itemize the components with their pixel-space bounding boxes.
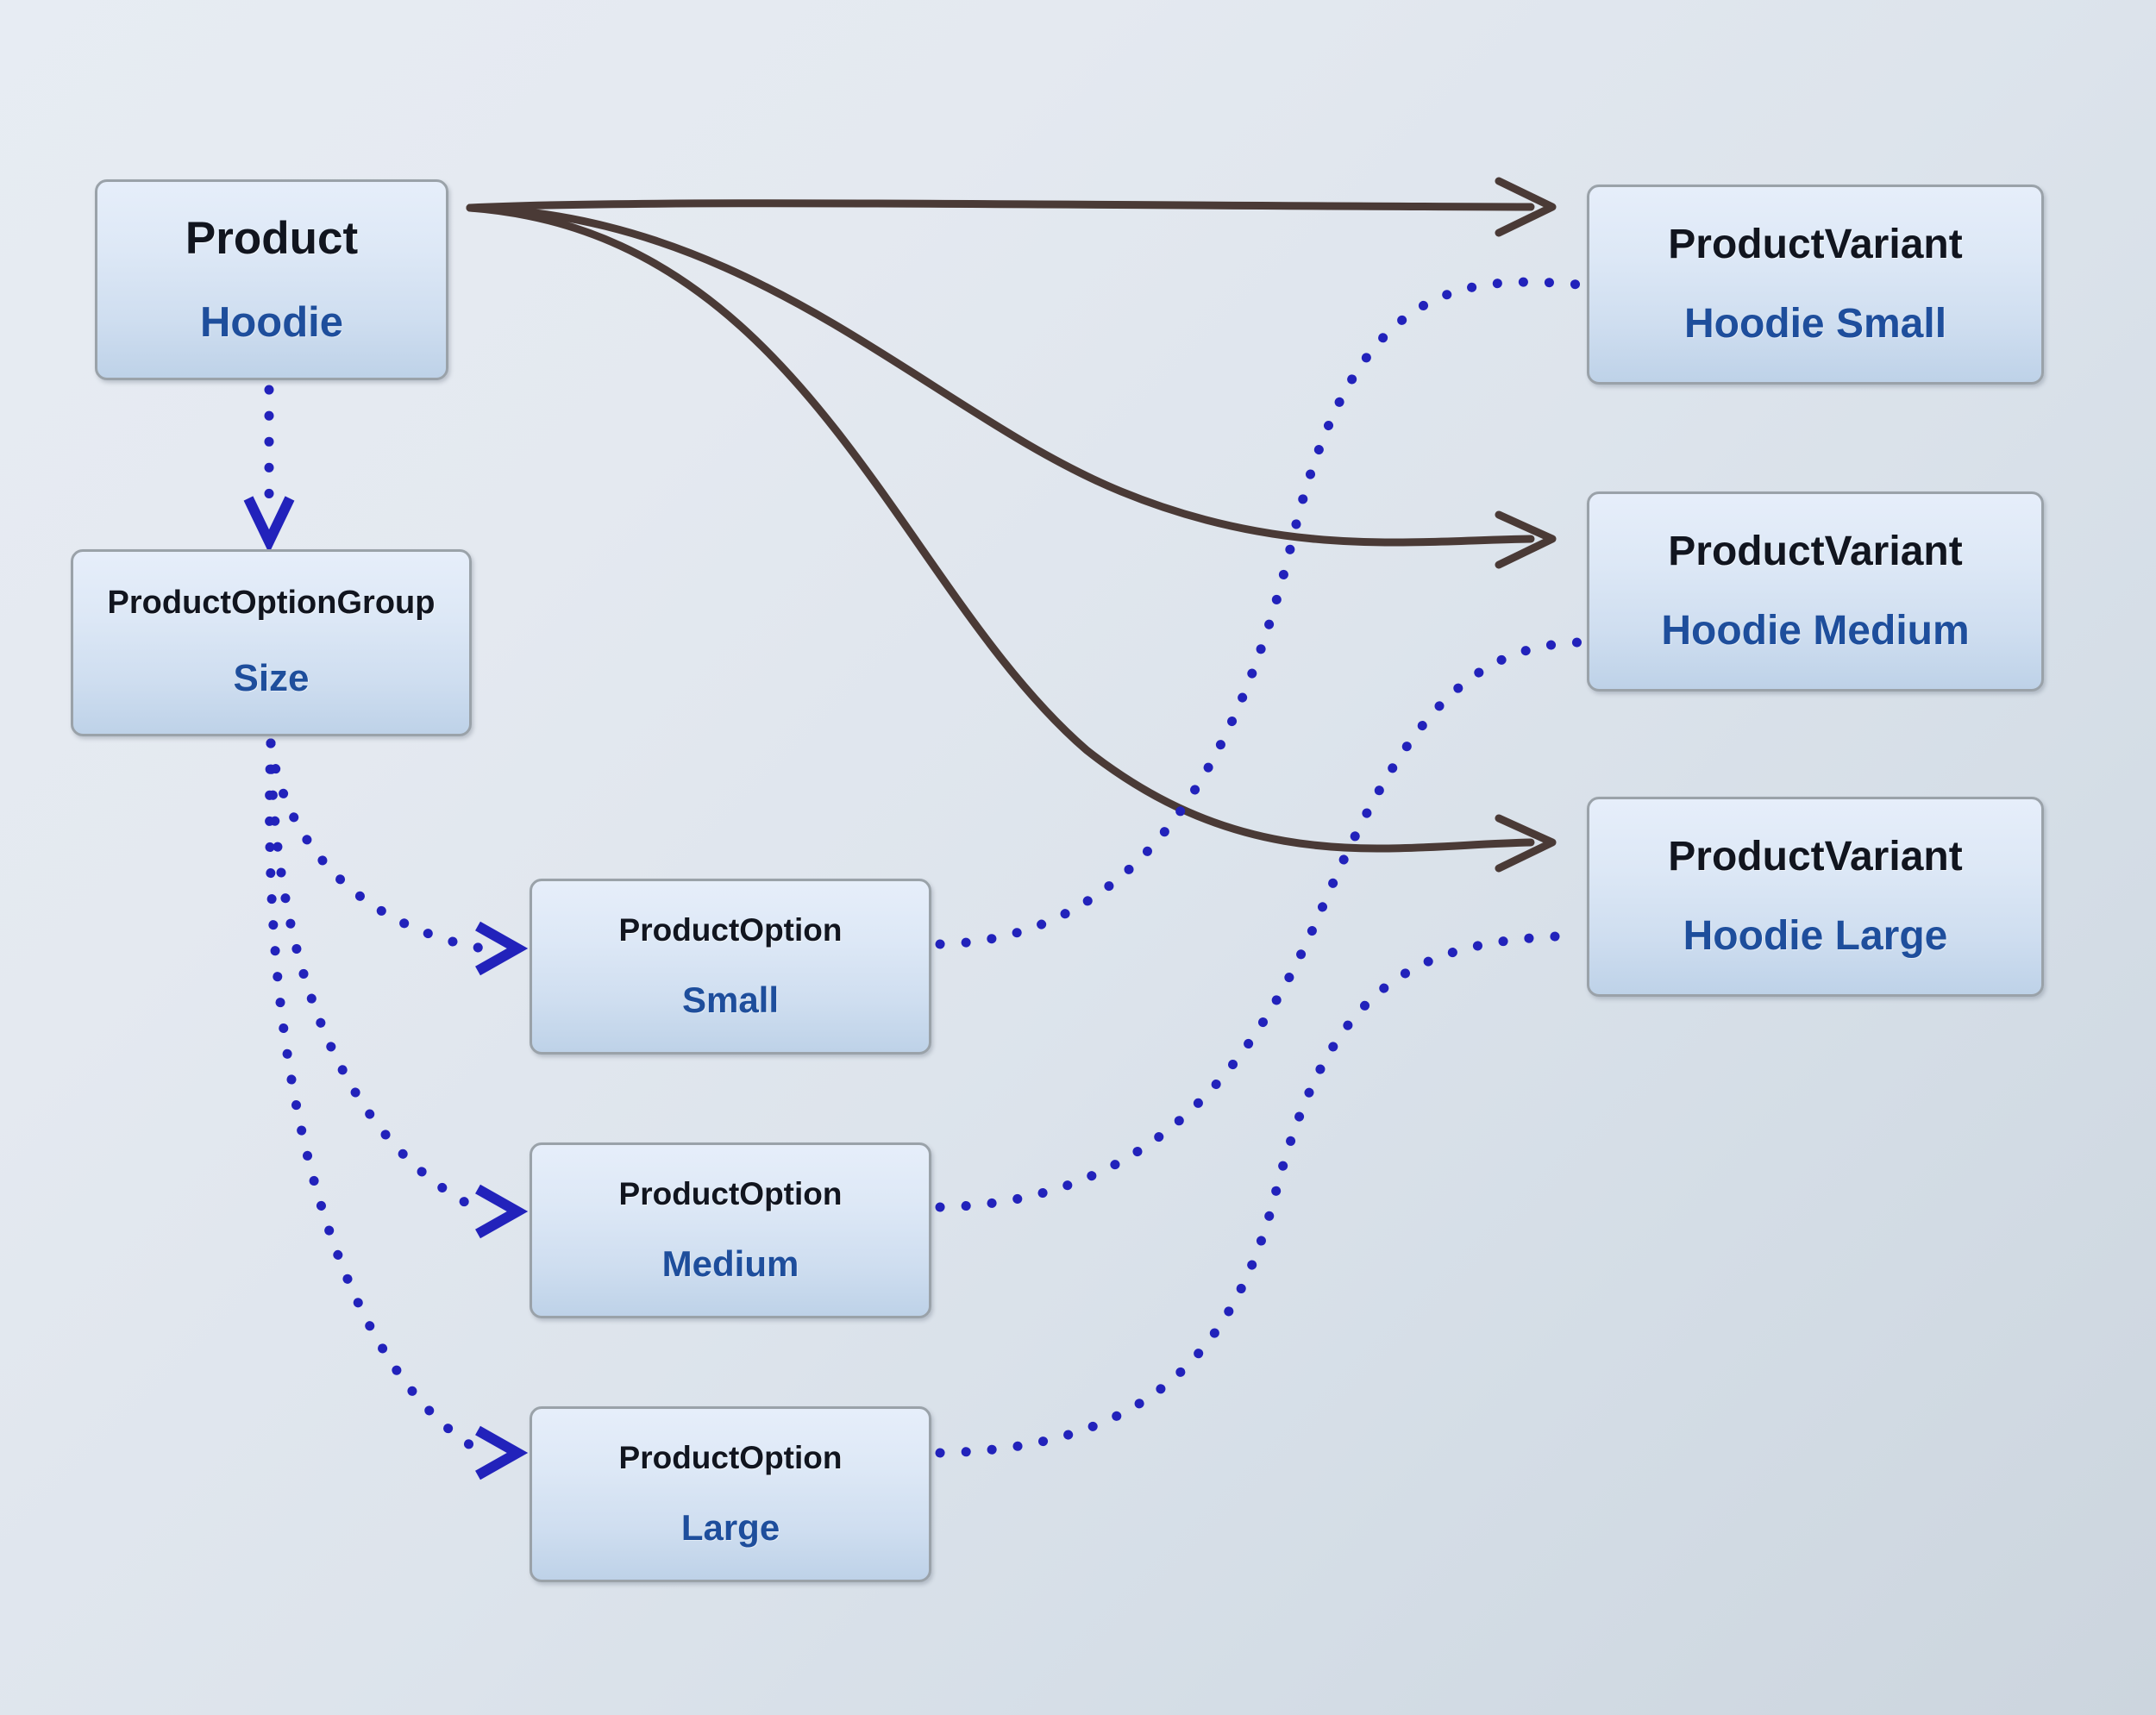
node-product-option-large[interactable]: ProductOption Large xyxy=(530,1406,931,1582)
edge-product-to-variant-large xyxy=(466,203,1535,853)
arrowhead-option-small xyxy=(475,921,529,976)
edge-option-large-to-variant-large xyxy=(935,930,1583,1458)
node-product-option-group-name: Size xyxy=(233,657,310,700)
node-product-variant-hoodie-small-type: ProductVariant xyxy=(1668,221,1963,267)
node-product-option-medium[interactable]: ProductOption Medium xyxy=(530,1142,931,1318)
node-product-variant-hoodie-medium-type: ProductVariant xyxy=(1668,528,1963,574)
solid-edges-product-to-variants xyxy=(466,177,1557,873)
node-product-option-large-name: Large xyxy=(680,1507,780,1549)
node-product-option-medium-type: ProductOption xyxy=(618,1175,843,1211)
node-product-variant-hoodie-small[interactable]: ProductVariant Hoodie Small xyxy=(1587,185,2044,385)
arrowhead-option-medium xyxy=(475,1184,529,1239)
node-product-option-group[interactable]: ProductOptionGroup Size xyxy=(71,549,472,736)
node-product-name: Hoodie xyxy=(199,298,344,346)
edge-group-to-option-medium xyxy=(266,738,488,1217)
edge-option-medium-to-variant-medium xyxy=(935,637,1583,1212)
node-product-variant-hoodie-medium[interactable]: ProductVariant Hoodie Medium xyxy=(1587,491,2044,692)
edge-product-to-variant-small xyxy=(466,199,1535,212)
arrowhead-variant-medium xyxy=(1495,510,1557,569)
arrowhead-option-group xyxy=(243,496,295,554)
node-product-option-small-name: Small xyxy=(681,980,780,1021)
node-product-variant-hoodie-large[interactable]: ProductVariant Hoodie Large xyxy=(1587,797,2044,997)
node-product-option-large-type: ProductOption xyxy=(618,1439,843,1475)
node-product-variant-hoodie-medium-name: Hoodie Medium xyxy=(1661,608,1970,654)
edge-product-to-variant-medium xyxy=(466,203,1535,547)
node-product-option-medium-name: Medium xyxy=(661,1243,799,1285)
node-product-variant-hoodie-large-type: ProductVariant xyxy=(1668,833,1963,879)
arrowhead-option-large xyxy=(475,1425,529,1480)
edge-option-small-to-variant-small xyxy=(935,277,1583,949)
arrowhead-variant-small xyxy=(1495,177,1557,237)
node-product-option-group-type: ProductOptionGroup xyxy=(107,585,436,622)
arrowhead-variant-large xyxy=(1495,814,1557,873)
node-product-option-small[interactable]: ProductOption Small xyxy=(530,879,931,1055)
node-product[interactable]: Product Hoodie xyxy=(95,179,448,380)
node-product-variant-hoodie-small-name: Hoodie Small xyxy=(1683,301,1947,347)
node-product-variant-hoodie-large-name: Hoodie Large xyxy=(1683,913,1948,959)
node-product-option-small-type: ProductOption xyxy=(618,911,843,948)
node-product-type: Product xyxy=(185,212,359,264)
edge-group-to-option-small xyxy=(266,738,488,954)
edge-group-to-option-large xyxy=(265,738,488,1458)
